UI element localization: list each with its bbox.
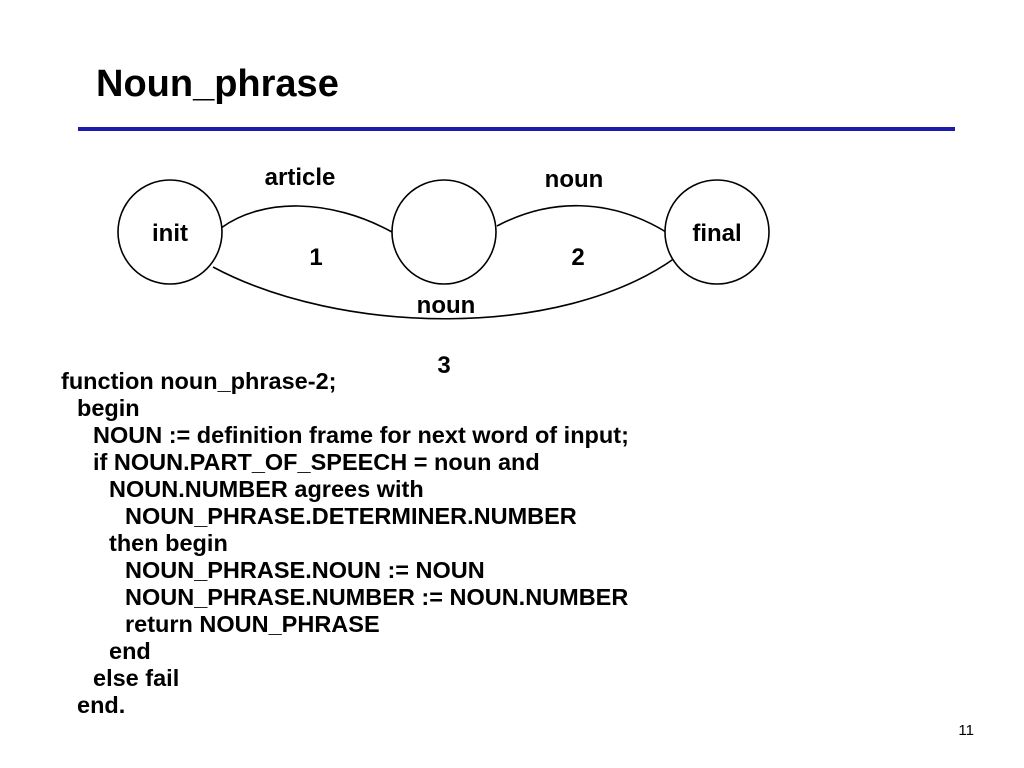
code-line: NOUN := definition frame for next word o…	[93, 422, 629, 448]
arc-3-number: 3	[437, 352, 450, 379]
arc-init-middle	[220, 205, 393, 233]
arc-init-final	[212, 257, 676, 320]
code-line: then begin	[109, 530, 228, 556]
node-final-label: final	[692, 220, 741, 247]
node-middle	[391, 179, 497, 285]
code-line: else fail	[93, 665, 180, 691]
node-init-label: init	[152, 220, 188, 247]
arc-middle-final	[496, 204, 667, 233]
code-line: NOUN_PHRASE.NOUN := NOUN	[125, 557, 485, 583]
code-line: return NOUN_PHRASE	[125, 611, 380, 637]
code-line: NOUN.NUMBER agrees with	[109, 476, 424, 502]
code-line: NOUN_PHRASE.NUMBER := NOUN.NUMBER	[125, 584, 629, 610]
code-line: end	[109, 638, 151, 664]
arc-2-number: 2	[571, 244, 584, 271]
transition-network-diagram: init final article 1 noun 2 noun 3	[117, 164, 770, 379]
title-rule	[78, 127, 955, 131]
node-final	[664, 179, 770, 285]
arc-1-label: article	[265, 164, 336, 191]
code-line: begin	[77, 395, 140, 421]
arc-3-label: noun	[417, 292, 476, 319]
arc-2-label: noun	[545, 166, 604, 193]
code-line: if NOUN.PART_OF_SPEECH = noun and	[93, 449, 540, 475]
code-line: end.	[77, 692, 126, 718]
page-number: 11	[958, 722, 974, 739]
code-line: function noun_phrase-2;	[61, 368, 337, 394]
arc-1-number: 1	[309, 244, 322, 271]
code-line: NOUN_PHRASE.DETERMINER.NUMBER	[125, 503, 577, 529]
node-init	[117, 179, 223, 285]
slide-title: Noun_phrase	[96, 63, 339, 105]
